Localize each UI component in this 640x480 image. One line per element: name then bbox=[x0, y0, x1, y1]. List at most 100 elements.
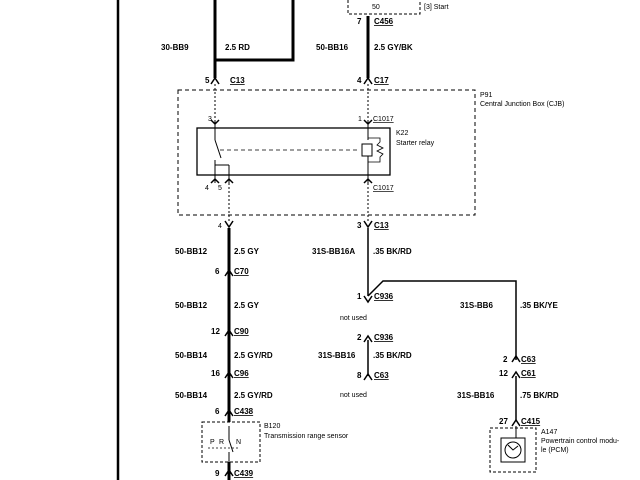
conn-name-c63-right: C63 bbox=[521, 355, 536, 364]
marker-c90 bbox=[224, 328, 234, 337]
wire-label-30-bb9: 30-BB9 bbox=[161, 43, 189, 52]
cjb-pin-4: 4 bbox=[205, 185, 209, 192]
marker-c1017-bottom-l bbox=[210, 177, 220, 184]
wire-labels: 30-BB9 2.5 RD 50-BB16 2.5 GY/BK 50-BB12 … bbox=[161, 43, 559, 400]
conn-name-c70: C70 bbox=[234, 267, 249, 276]
conn-name-c90: C90 bbox=[234, 327, 249, 336]
relay-coil bbox=[361, 143, 373, 157]
wire-label-50-bb14-b: 50-BB14 bbox=[175, 391, 208, 400]
conn-pin-c415: 27 bbox=[499, 417, 508, 426]
relay-name: Starter relay bbox=[396, 140, 435, 147]
conn-name-c13-top: C13 bbox=[230, 76, 245, 85]
wire-spec-31s-bb16: .35 BK/RD bbox=[373, 351, 412, 360]
connector-markers bbox=[210, 76, 521, 477]
cjb-pin-5: 5 bbox=[218, 185, 222, 192]
trs-pos-r: R bbox=[219, 439, 224, 446]
conn-name-c438: C438 bbox=[234, 407, 254, 416]
marker-c936-bottom bbox=[363, 334, 373, 343]
marker-c63-left bbox=[363, 372, 373, 381]
relay-contact-arm bbox=[214, 139, 222, 159]
conn-name-c17: C17 bbox=[374, 76, 389, 85]
wires bbox=[213, 0, 517, 480]
wire-label-50-bb12-a: 50-BB12 bbox=[175, 247, 208, 256]
marker-c1017-right bbox=[363, 119, 373, 126]
start-box-outline bbox=[347, 0, 421, 15]
conn-name-c61: C61 bbox=[521, 369, 536, 378]
conn-name-c456: C456 bbox=[374, 17, 394, 26]
marker-c936-top bbox=[363, 295, 373, 304]
wire-label-50-bb12-b: 50-BB12 bbox=[175, 301, 208, 310]
marker-c17 bbox=[363, 76, 373, 85]
marker-c13-lower-right bbox=[363, 220, 373, 229]
marker-c61 bbox=[511, 370, 521, 379]
trs-outline bbox=[201, 421, 261, 463]
conn-pin-c13-lower: 3 bbox=[357, 221, 362, 230]
wire-spec-50-bb12-a: 2.5 GY bbox=[234, 247, 260, 256]
cjb-outline bbox=[177, 89, 476, 216]
wire-label-50-bb16: 50-BB16 bbox=[316, 43, 349, 52]
trs-name: Transmission range sensor bbox=[264, 433, 349, 440]
trs-contact-arm bbox=[228, 439, 234, 453]
start-pin: 50 bbox=[372, 4, 380, 11]
conn-pin-c63-left: 8 bbox=[357, 371, 362, 380]
conn-pin-c936-bottom: 2 bbox=[357, 333, 362, 342]
conn-pin-c17: 4 bbox=[357, 76, 362, 85]
wire-31s-bb6 bbox=[367, 280, 517, 360]
marker-c13-left bbox=[210, 76, 220, 85]
powertrain-control-module: A147 Powertrain control modu- le (PCM) bbox=[489, 426, 620, 473]
conn-pin-c439: 9 bbox=[215, 469, 220, 478]
wire-spec-50-bb12-b: 2.5 GY bbox=[234, 301, 260, 310]
conn-pin-c90: 12 bbox=[211, 327, 220, 336]
conn-name-c13-lower: C13 bbox=[374, 221, 389, 230]
wire-spec-31s-bb16-pcm: .75 BK/RD bbox=[520, 391, 559, 400]
conn-name-c415: C415 bbox=[521, 417, 541, 426]
relay-ref: K22 bbox=[396, 130, 409, 137]
connector-labels: 7 C456 5 C13 4 C17 3 C13 6 C70 1 C936 12… bbox=[205, 17, 541, 478]
conn-pin-c61: 12 bbox=[499, 369, 508, 378]
wire-30-bb9 bbox=[213, 0, 295, 62]
conn-pin-c936-top: 1 bbox=[357, 292, 362, 301]
marker-c415 bbox=[511, 418, 521, 427]
marker-c13-lower-left bbox=[224, 220, 234, 229]
pcm-symbol-frame bbox=[500, 437, 526, 463]
conn-name-c936-top: C936 bbox=[374, 292, 394, 301]
marker-c1017-bottom-r bbox=[224, 177, 234, 184]
marker-c439 bbox=[224, 468, 234, 477]
cjb-ref: P91 bbox=[480, 92, 493, 99]
conn-name-c96: C96 bbox=[234, 369, 249, 378]
wire-spec-31s-bb6: .35 BK/YE bbox=[520, 301, 558, 310]
wire-label-31s-bb6: 31S-BB6 bbox=[460, 301, 493, 310]
wire-label-31s-bb16: 31S-BB16 bbox=[318, 351, 356, 360]
start-component: 50 [3] Start bbox=[347, 0, 449, 15]
pcm-name-2: le (PCM) bbox=[541, 447, 569, 454]
trs-ref: B120 bbox=[264, 423, 280, 430]
wire-spec-50-bb14-b: 2.5 GY/RD bbox=[234, 391, 273, 400]
marker-c438 bbox=[224, 408, 234, 417]
marker-c1017-bottom-rr bbox=[363, 177, 373, 184]
cjb-pin-3: 3 bbox=[208, 116, 212, 123]
cjb-pin-1: 1 bbox=[358, 116, 362, 123]
pcm-ref: A147 bbox=[541, 429, 557, 436]
marker-c1017-left bbox=[210, 119, 220, 126]
pcm-symbol-arrow bbox=[507, 444, 519, 451]
conn-pin-c70: 6 bbox=[215, 267, 220, 276]
relay-diode bbox=[368, 137, 384, 163]
pcm-name-1: Powertrain control modu- bbox=[541, 438, 620, 445]
wire-spec-31s-bb16a: .35 BK/RD bbox=[373, 247, 412, 256]
pcm-symbol-circle bbox=[504, 441, 522, 459]
conn-pin-c63-right: 2 bbox=[503, 355, 508, 364]
marker-c96 bbox=[224, 370, 234, 379]
cjb-pin-sub-4: 4 bbox=[218, 223, 222, 230]
wire-label-31s-bb16a: 31S-BB16A bbox=[312, 247, 355, 256]
cjb-c1017-bottom: C1017 bbox=[373, 185, 394, 192]
conn-pin-c96: 16 bbox=[211, 369, 220, 378]
cjb-c1017-top: C1017 bbox=[373, 116, 394, 123]
start-label: [3] Start bbox=[424, 4, 449, 11]
note-not-used-1: not used bbox=[340, 315, 367, 322]
marker-c70 bbox=[224, 268, 234, 277]
cjb-name: Central Junction Box (CJB) bbox=[480, 101, 564, 108]
trs-pos-n: N bbox=[236, 439, 241, 446]
conn-pin-c438: 6 bbox=[215, 407, 220, 416]
wire-spec-30-bb9: 2.5 RD bbox=[225, 43, 250, 52]
